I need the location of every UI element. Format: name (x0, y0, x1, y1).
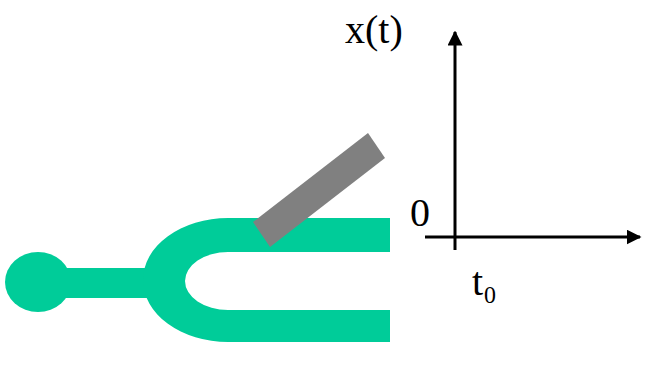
time-label: t₀ (472, 262, 497, 302)
axis-label: x(t) (345, 10, 403, 50)
x-axis (425, 236, 640, 239)
striker (253, 133, 385, 247)
y-axis (454, 32, 457, 250)
origin-label: 0 (410, 193, 430, 233)
